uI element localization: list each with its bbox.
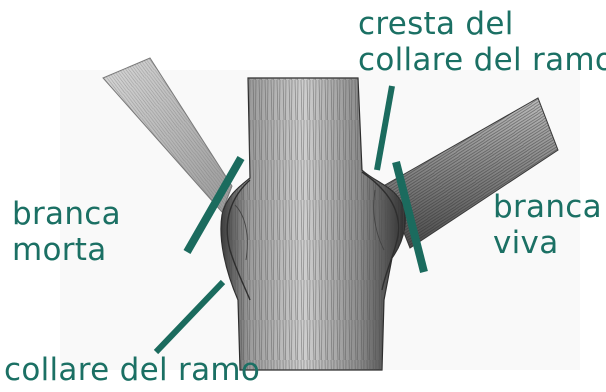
- branch-collar-label: collare del ramo: [4, 352, 260, 388]
- crest-label-line-2: collare del ramo: [358, 42, 606, 78]
- dead-branch-label: branca morta: [12, 196, 121, 268]
- live-branch-label-line-2: viva: [493, 225, 602, 261]
- live-branch-label-line-1: branca: [493, 189, 602, 225]
- dead-branch-label-line-1: branca: [12, 196, 121, 232]
- dead-branch-label-line-2: morta: [12, 232, 121, 268]
- live-branch-label: branca viva: [493, 189, 602, 261]
- crest-of-branch-collar-label: cresta del collare del ramo: [358, 6, 606, 78]
- crest-label-line-1: cresta del: [358, 6, 606, 42]
